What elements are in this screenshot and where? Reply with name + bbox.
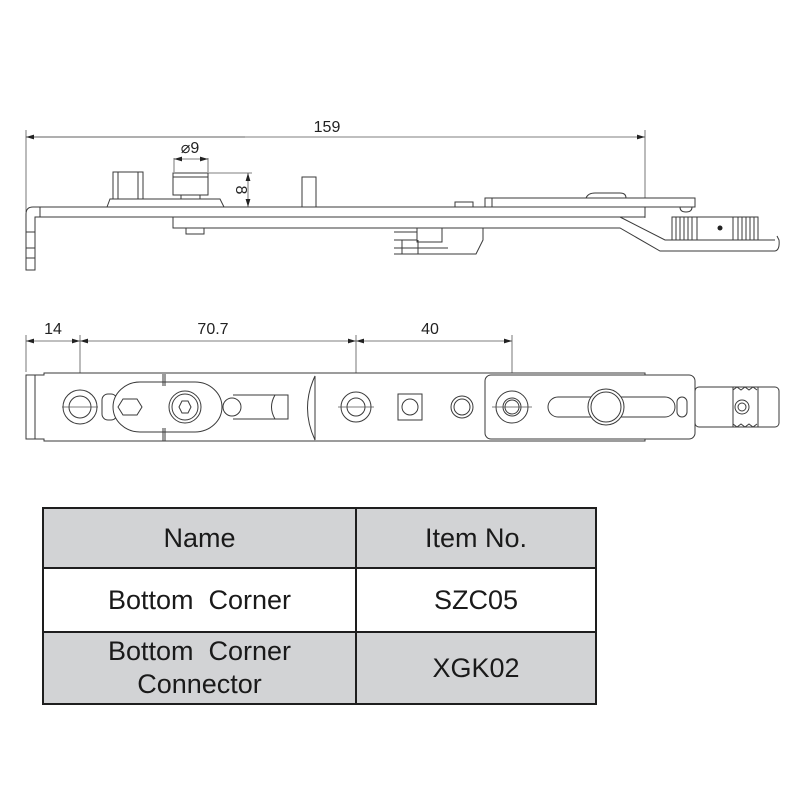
top-view: 14 70.7 40 xyxy=(25,321,780,442)
side-view: 159 ⌀9 8 xyxy=(25,119,780,271)
dim-height-label: 8 xyxy=(232,186,249,195)
dim-70-7-label: 70.7 xyxy=(197,321,228,338)
knurl-left xyxy=(675,217,698,240)
cell-name: Bottom Corner Connector xyxy=(42,631,357,705)
cell-item-no: XGK02 xyxy=(355,631,597,705)
dim-14-label: 14 xyxy=(44,321,62,338)
dim-159-label: 159 xyxy=(314,119,341,136)
knurl-right xyxy=(732,217,755,240)
header-item-no: Item No. xyxy=(355,507,597,569)
item-table: Name Item No. Bottom Corner SZC05 Bottom… xyxy=(42,507,597,705)
cell-name: Bottom Corner xyxy=(42,567,357,633)
dim-diameter-label: ⌀9 xyxy=(181,140,200,157)
table-header-row: Name Item No. xyxy=(42,507,597,569)
dim-40-label: 40 xyxy=(421,321,439,338)
table-row: Bottom Corner Connector XGK02 xyxy=(42,631,597,705)
technical-drawing: 159 ⌀9 8 xyxy=(25,119,780,442)
item-table-container: Name Item No. Bottom Corner SZC05 Bottom… xyxy=(42,507,597,705)
table-row: Bottom Corner SZC05 xyxy=(42,567,597,633)
header-name: Name xyxy=(42,507,357,569)
cell-item-no: SZC05 xyxy=(355,567,597,633)
